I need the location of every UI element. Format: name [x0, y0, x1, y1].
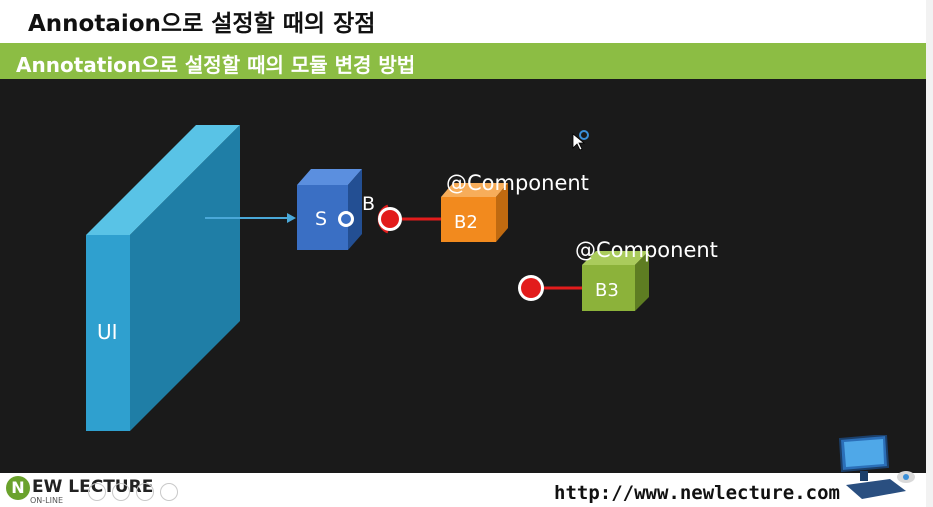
- ui-panel: UI: [86, 125, 240, 431]
- footer-url: http://www.newlecture.com: [554, 482, 840, 504]
- ui-label: UI: [97, 320, 118, 344]
- b2-label: B2: [454, 212, 478, 233]
- b3-connector: [518, 275, 582, 301]
- computer-icon: [838, 435, 915, 499]
- b3-cube: B3: [582, 251, 649, 311]
- slide-title: Annotaion으로 설정할 때의 장점: [28, 11, 376, 37]
- b-label: B: [362, 193, 375, 215]
- subtitle-bar: Annotation으로 설정할 때의 모듈 변경 방법: [0, 43, 926, 79]
- b2-cube: B2: [441, 183, 508, 242]
- newlecture-logo-icon: N: [6, 476, 30, 500]
- module-diagram: UI S B B2 @: [86, 125, 718, 431]
- player-control-icon[interactable]: [160, 483, 178, 501]
- logo-subtext: ON-LINE: [30, 496, 64, 505]
- mouse-cursor-icon: [572, 130, 589, 151]
- player-control-icon[interactable]: [112, 483, 130, 501]
- dependency-connector: B: [338, 193, 442, 234]
- service-cube: S: [297, 169, 362, 250]
- component-annotation-2: @Component: [575, 238, 718, 262]
- b2-plug: [381, 210, 399, 228]
- window-edge: [926, 0, 933, 507]
- footer: N EW LECTURE ON-LINE http://www.newlectu…: [0, 435, 926, 507]
- player-control-icon[interactable]: [136, 483, 154, 501]
- component-annotation-1: @Component: [446, 171, 589, 195]
- b3-plug: [521, 278, 541, 298]
- player-control-icon[interactable]: [88, 483, 106, 501]
- b3-label: B3: [595, 280, 619, 301]
- ui-to-service-arrow: [205, 213, 296, 223]
- service-label: S: [315, 208, 327, 230]
- title-bar: Annotaion으로 설정할 때의 장점: [0, 0, 933, 40]
- slide-subtitle: Annotation으로 설정할 때의 모듈 변경 방법: [16, 53, 416, 77]
- diagram-stage: UI S B B2 @: [0, 79, 926, 473]
